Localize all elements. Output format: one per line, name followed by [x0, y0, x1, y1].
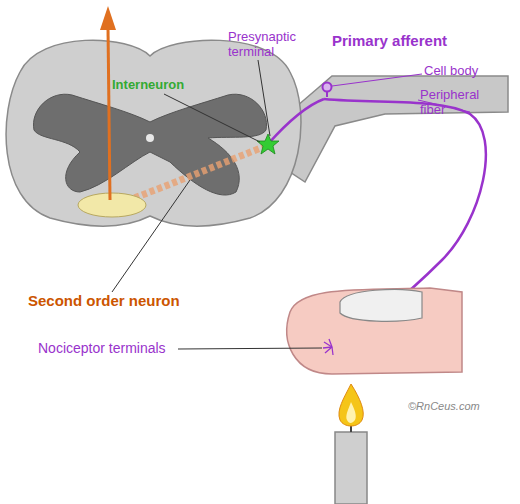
central-canal: [146, 134, 154, 142]
leader-line: [112, 180, 190, 292]
part-label: Second order neuron: [28, 292, 248, 309]
part-label: Presynaptic terminal: [228, 30, 318, 60]
central-fiber: [268, 99, 324, 144]
interneuron-star: [257, 134, 279, 154]
cell-body: [323, 83, 332, 92]
part-label: Peripheral fiber: [420, 88, 492, 118]
flame: [339, 384, 363, 426]
watermark: ©RnCeus.com: [408, 400, 518, 413]
finger: [287, 288, 462, 374]
leader-line: [258, 60, 270, 136]
candle: [335, 432, 367, 504]
nerve-ending: [325, 347, 332, 353]
ascending-arrow: [108, 28, 110, 200]
arrow-head: [100, 6, 116, 30]
part-label: Cell body: [424, 64, 514, 79]
nociceptor-endings: [323, 339, 333, 355]
nerve-ending: [329, 339, 332, 347]
leader-line: [178, 348, 322, 349]
fingernail: [340, 289, 422, 321]
second-order-neuron-fiber: [118, 146, 266, 204]
part-label: Interneuron: [112, 78, 232, 93]
gray-matter: [33, 94, 266, 195]
part-label: Nociceptor terminals: [38, 340, 208, 356]
leader-line: [164, 94, 260, 142]
nerve-ending: [332, 347, 333, 355]
title-label: Primary afferent: [332, 32, 502, 49]
tract-area: [78, 193, 146, 217]
leader-line: [332, 74, 422, 86]
flame-core: [346, 402, 355, 423]
spinal-cord: [6, 40, 301, 226]
nerve-root: [283, 76, 508, 182]
